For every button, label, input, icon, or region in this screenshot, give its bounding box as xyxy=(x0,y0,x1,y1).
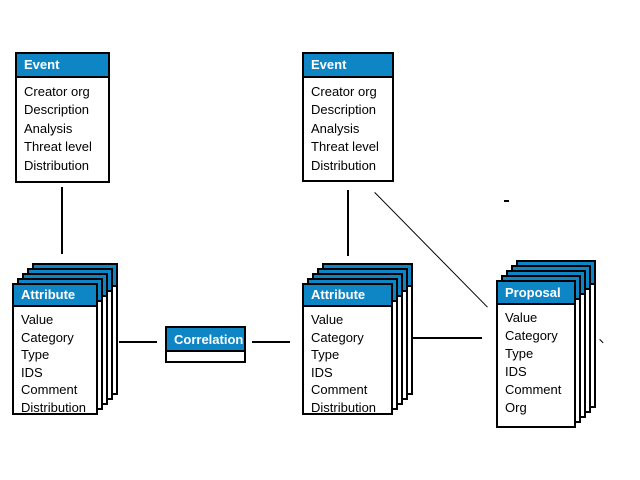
field-row: Distribution xyxy=(311,399,377,415)
correlation-header: Correlation xyxy=(167,328,244,352)
field-row: Distribution xyxy=(21,399,87,415)
field-row: Creator org xyxy=(311,84,377,99)
field-row: Comment xyxy=(21,382,78,398)
attribute-middle-header: Attribute xyxy=(304,285,391,307)
field-row: Description xyxy=(311,102,377,118)
connector-correlation-to-attribute-middle xyxy=(252,341,290,343)
field-row: Category xyxy=(311,329,364,345)
stray-tick-mark xyxy=(599,339,604,344)
field-row: Comment xyxy=(505,382,562,397)
field-row: Value xyxy=(21,312,54,327)
event-right-header: Event xyxy=(304,54,392,78)
field-row: Analysis xyxy=(24,120,73,136)
field-row: Value xyxy=(505,310,538,325)
field-row: Comment xyxy=(311,382,368,398)
field-row: Threat level xyxy=(311,139,379,155)
field-row: Distribution xyxy=(24,157,90,173)
field-row: Creator org xyxy=(24,84,90,99)
connector-attribute-left-to-correlation xyxy=(119,341,157,343)
field-row: Analysis xyxy=(311,120,360,136)
attribute-left-header: Attribute xyxy=(14,285,96,307)
connector-event-right-to-attribute-middle xyxy=(347,190,349,256)
field-row: Value xyxy=(311,312,344,327)
attribute-left-title: Attribute xyxy=(21,287,76,302)
field-row: Category xyxy=(21,329,74,345)
correlation-box: Correlation xyxy=(165,326,246,363)
field-row: Distribution xyxy=(311,157,377,173)
connector-event-left-to-attribute-left xyxy=(61,187,63,254)
proposal-header: Proposal xyxy=(498,282,574,305)
correlation-title: Correlation xyxy=(174,332,244,347)
field-row: Type xyxy=(21,347,50,363)
field-row: Org xyxy=(505,400,527,415)
field-row: Category xyxy=(505,328,558,343)
attribute-middle-title: Attribute xyxy=(311,287,366,302)
field-row: IDS xyxy=(21,364,43,380)
field-row: IDS xyxy=(311,364,333,380)
field-row: IDS xyxy=(505,364,527,379)
event-left-header: Event xyxy=(17,54,108,78)
field-row: Type xyxy=(505,346,534,361)
proposal-title: Proposal xyxy=(505,285,561,300)
connector-attribute-middle-to-proposal xyxy=(413,337,482,339)
event-left-title: Event xyxy=(24,57,60,72)
correlation-body xyxy=(167,352,244,361)
stray-dash-mark xyxy=(504,200,509,202)
field-row: Description xyxy=(24,102,90,118)
field-row: Threat level xyxy=(24,139,92,155)
field-row: Type xyxy=(311,347,340,363)
event-right-title: Event xyxy=(311,57,347,72)
